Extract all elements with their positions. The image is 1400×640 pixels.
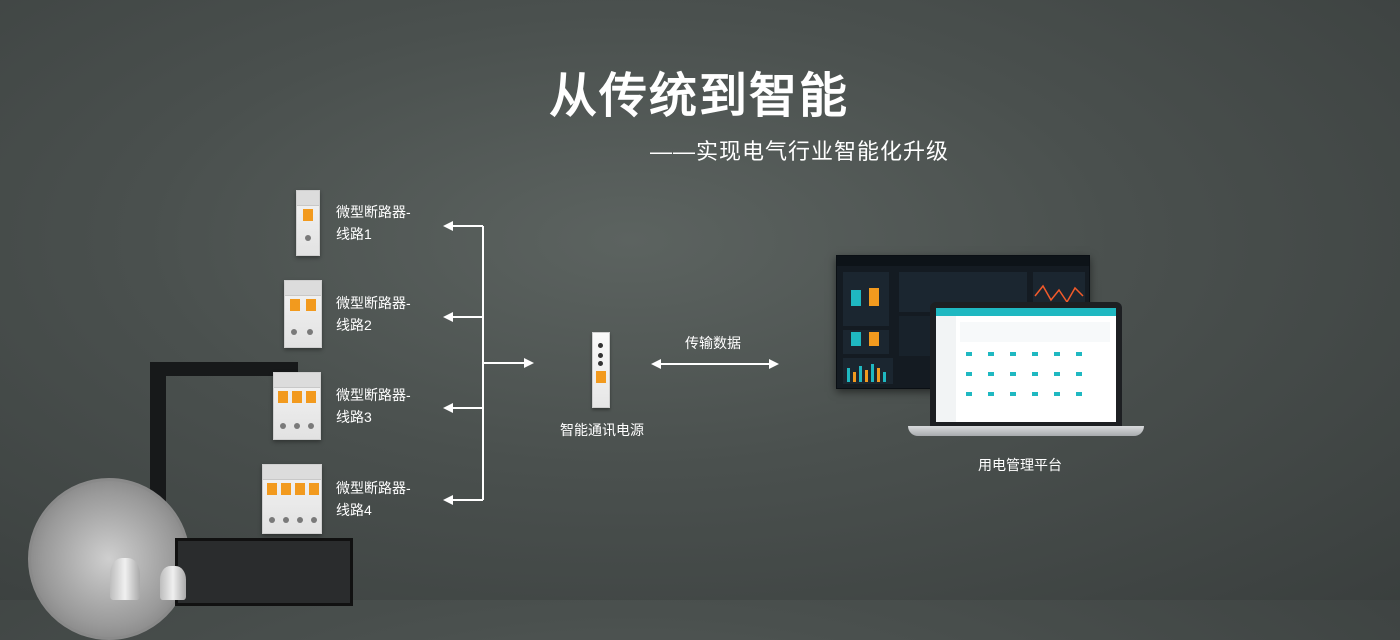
breaker-device-4 [262,464,322,534]
page-subtitle: ——实现电气行业智能化升级 [650,139,950,164]
page-title: 从传统到智能 [548,70,849,123]
breaker-label-3: 微型断路器- 线路3 [336,387,411,425]
breaker-device-2 [284,280,322,348]
shelf-frame-top [150,362,298,376]
decorative-vase [160,566,186,600]
decorative-vase [110,558,140,600]
transfer-data-label: 传输数据 [685,335,741,351]
breaker-device-3 [273,372,321,440]
connector-arrows [0,0,1400,600]
decorative-picture-frame [175,538,353,606]
smart-power-supply-device [592,332,610,408]
breaker-device-1 [296,190,320,256]
breaker-label-1: 微型断路器- 线路1 [336,204,411,242]
management-platform-illustration [936,308,1116,422]
platform-label: 用电管理平台 [978,457,1062,473]
breaker-label-2: 微型断路器- 线路2 [336,295,411,333]
laptop-base [908,426,1144,436]
breaker-label-4: 微型断路器- 线路4 [336,480,411,518]
power-supply-label: 智能通讯电源 [560,422,644,438]
laptop-screen [930,302,1122,426]
